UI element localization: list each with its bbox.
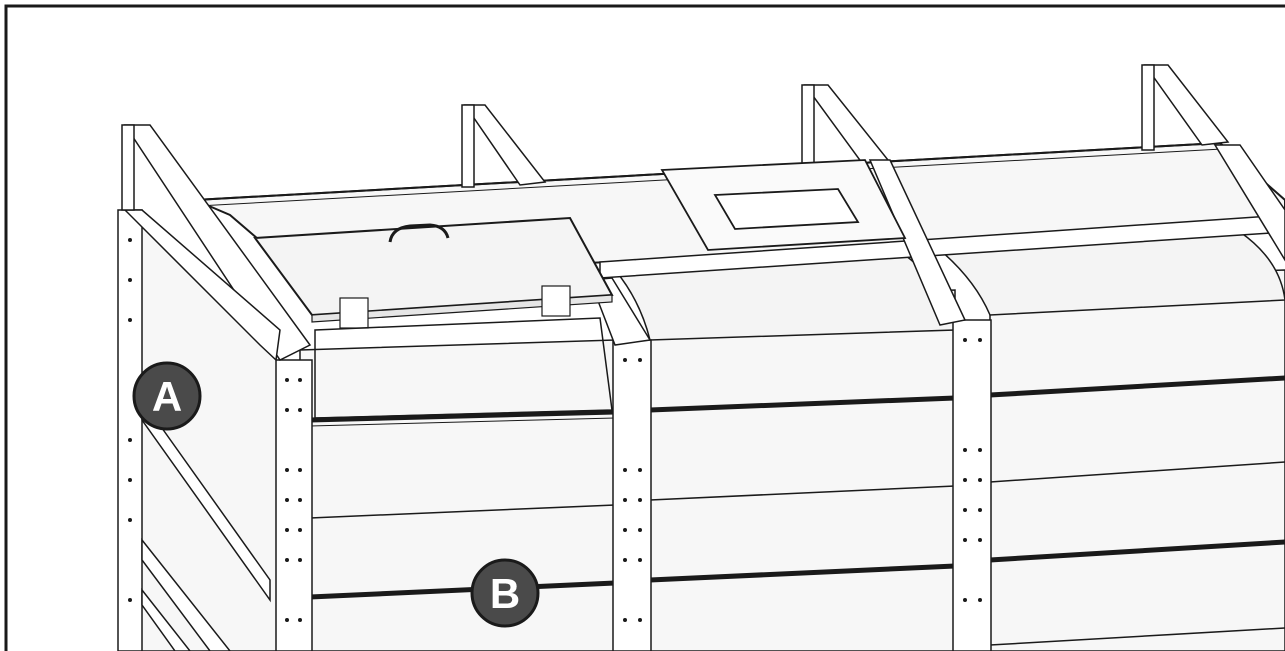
callout-b: B: [470, 558, 540, 628]
front-wall-right: [989, 269, 1285, 651]
callout-b-label: B: [490, 570, 520, 617]
curved-panel-right: [938, 231, 1285, 316]
callout-a: A: [132, 361, 202, 431]
vent-opening: [713, 188, 860, 230]
front-wall-left: [299, 339, 616, 651]
vent-plate: [660, 159, 907, 251]
hatch-opening-frame: [314, 317, 613, 419]
horizontal-rails: [309, 375, 1285, 646]
cross-beams: [123, 64, 1285, 362]
callout-a-label: A: [152, 373, 182, 420]
diagram-border: [4, 4, 1285, 651]
callout-a-circle: [132, 361, 202, 431]
end-wall-braces: [141, 397, 271, 651]
hinge-left: [339, 297, 369, 329]
post-bolt-holes: [128, 238, 982, 622]
hinge-right: [541, 285, 571, 317]
hatch-handle: [388, 223, 450, 243]
access-hatch: [253, 216, 614, 329]
back-post-stubs: [121, 64, 1155, 211]
callout-b-circle: [470, 558, 540, 628]
front-wall-middle: [649, 289, 956, 651]
